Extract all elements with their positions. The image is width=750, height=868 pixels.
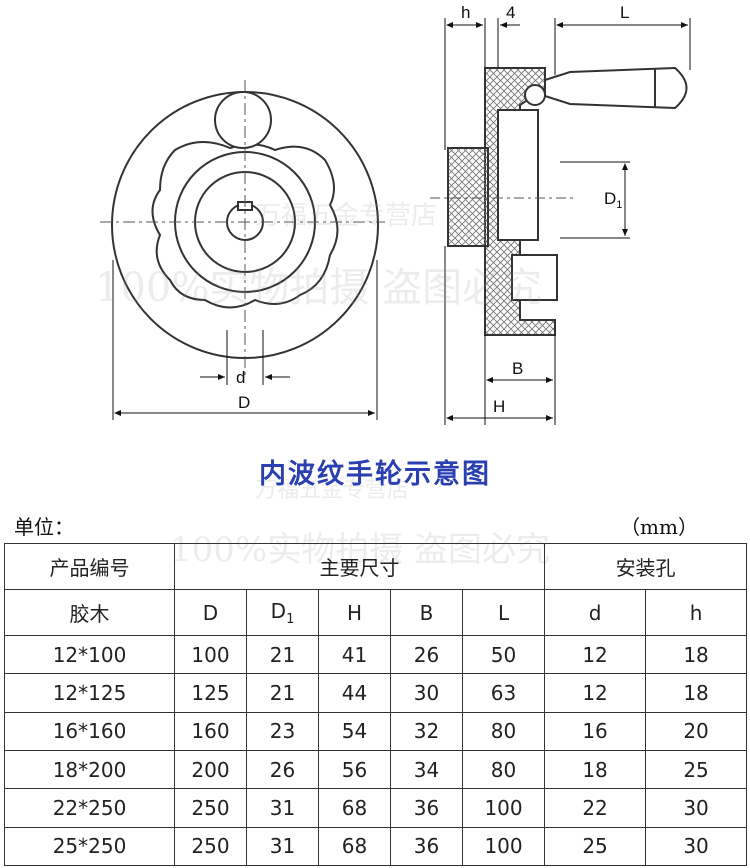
col-d: d [544,589,647,636]
table-cell: 23 [246,711,319,751]
table-cell: 80 [461,749,546,790]
table-cell: 68 [318,788,391,828]
col-H: H [318,589,391,636]
table-cell: 80 [461,711,546,751]
table-cell: 21 [246,673,319,713]
table-cell: 18 [544,749,647,790]
unit-value: （mm） [620,515,698,539]
table-cell: 26 [390,634,463,675]
table-cell: 41 [318,634,391,675]
table-cell: 12*125 [4,673,175,713]
dim-4-label: 4 [506,3,515,22]
dim-H-label: H [493,397,505,416]
col-h: h [645,589,748,636]
inner-wave-outline [151,141,339,309]
table-cell: 50 [461,634,546,675]
table-cell: 20 [645,711,748,751]
table-cell: 22*250 [4,788,175,828]
table-cell: 36 [390,826,463,867]
header-mount-hole: 安装孔 [544,543,748,590]
table-cell: 54 [318,711,391,751]
table-cell: 100 [461,826,546,867]
table-cell: 63 [461,673,546,713]
table-cell: 16 [544,711,647,751]
table-cell: 30 [645,788,748,828]
table-cell: 12 [544,673,647,713]
table-cell: 100 [461,788,546,828]
table-cell: 21 [246,634,319,675]
header-product: 产品编号 [4,543,175,590]
side-view [447,66,688,336]
dim-B-label: B [512,359,523,378]
table-cell: 22 [544,788,647,828]
table-cell: 31 [246,826,319,867]
unit-label: 单位： [14,515,74,539]
table-cell: 16*160 [4,711,175,751]
table-cell: 34 [390,749,463,790]
header-main-dims: 主要尺寸 [173,543,546,590]
table-cell: 250 [174,788,247,828]
table-cell: 26 [246,749,319,790]
table-cell: 36 [390,788,463,828]
table-cell: 12*100 [4,634,175,675]
table-cell: 30 [645,826,748,867]
table-cell: 68 [318,826,391,867]
dim-d-label: d [236,368,245,387]
table-cell: 12 [544,634,647,675]
table-cell: 200 [174,749,247,790]
table-cell: 44 [318,673,391,713]
col-D: D [174,589,247,636]
table-cell: 56 [318,749,391,790]
dim-D1-label: D1 [604,189,622,211]
col-L: L [461,589,546,636]
table-cell: 18 [645,673,748,713]
table-cell: 25 [645,749,748,790]
table-group-header-row: 产品编号 主要尺寸 安装孔 [4,543,748,590]
handwheel-drawing: d D h 4 L D1 B H [100,3,691,425]
table-column-header-row: 胶木 D D1 H B L d h [4,589,748,636]
dim-L-label: L [620,3,629,22]
table-cell: 125 [174,673,247,713]
table-cell: 18 [645,634,748,675]
table-cell: 25*250 [4,826,175,867]
col-material: 胶木 [4,589,175,636]
col-D1: D1 [246,589,319,636]
col-B: B [390,589,463,636]
table-cell: 18*200 [4,749,175,790]
table-cell: 31 [246,788,319,828]
table-cell: 32 [390,711,463,751]
table-cell: 100 [174,634,247,675]
table-cell: 25 [544,826,647,867]
table-cell: 160 [174,711,247,751]
table-cell: 30 [390,673,463,713]
dim-h-label: h [461,3,470,22]
dim-D-label: D [238,393,250,412]
page-title: 内波纹手轮示意图 [259,459,491,490]
table-cell: 250 [174,826,247,867]
